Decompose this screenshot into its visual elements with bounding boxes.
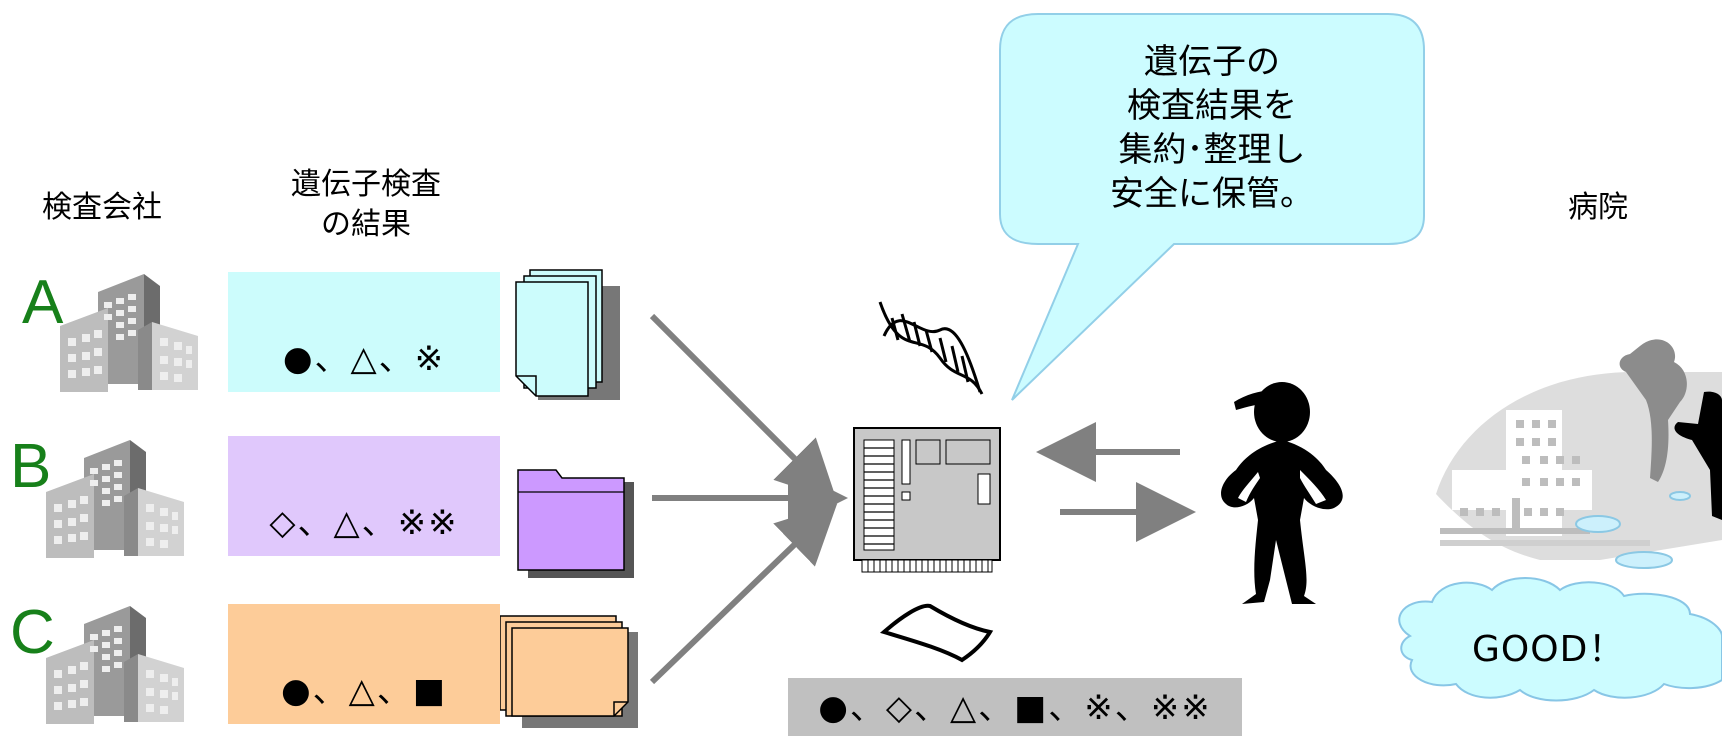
aggregate-bar: ●、◇、△、■、※、※※	[788, 678, 1242, 736]
result-box-a: ●、△、※	[228, 272, 500, 392]
companies-header: 検査会社	[42, 190, 162, 225]
result-box-b: ◇、△、※※	[228, 436, 500, 556]
dna-icon	[878, 301, 984, 395]
result-c-text: ●、△、■	[281, 671, 447, 711]
building-c-icon	[46, 606, 184, 724]
stacked-pages-icon	[515, 269, 620, 400]
hospital-icon	[1436, 339, 1722, 569]
aggregate-text: ●、◇、△、■、※、※※	[818, 688, 1212, 728]
building-a-icon	[60, 274, 198, 392]
arrow-c-to-server	[649, 503, 838, 685]
result-a-text: ●、△、※	[282, 339, 446, 379]
bubble-line-1: 遺伝子の	[1144, 42, 1280, 82]
bubble-line-2: 検査結果を	[1127, 86, 1297, 126]
results-header-line2: の結果	[321, 207, 411, 242]
paper-sheet-icon	[879, 603, 994, 663]
results-header: 遺伝子検査 の結果	[256, 165, 476, 245]
arrow-a-to-server	[649, 313, 837, 501]
results-header-line1: 遺伝子検査	[291, 167, 441, 202]
server-icon	[853, 427, 1001, 573]
hospital-header: 病院	[1568, 190, 1628, 225]
speech-bubble	[999, 13, 1425, 401]
company-b-letter: B	[10, 432, 52, 501]
folder-icon	[517, 469, 634, 578]
bubble-line-3: 集約･整理し	[1118, 130, 1306, 170]
person-icon	[1221, 382, 1343, 604]
company-a-letter: A	[22, 268, 64, 337]
building-b-icon	[46, 440, 184, 558]
company-c-letter: C	[10, 598, 55, 667]
bubble-line-4: 安全に保管。	[1110, 174, 1314, 214]
good-text: GOOD！	[1472, 629, 1626, 670]
bubble-text: 遺伝子の 検査結果を 集約･整理し 安全に保管。	[1012, 40, 1412, 216]
result-b-text: ◇、△、※※	[269, 503, 459, 543]
stacked-cards-icon	[499, 615, 638, 728]
result-box-c: ●、△、■	[228, 604, 500, 724]
